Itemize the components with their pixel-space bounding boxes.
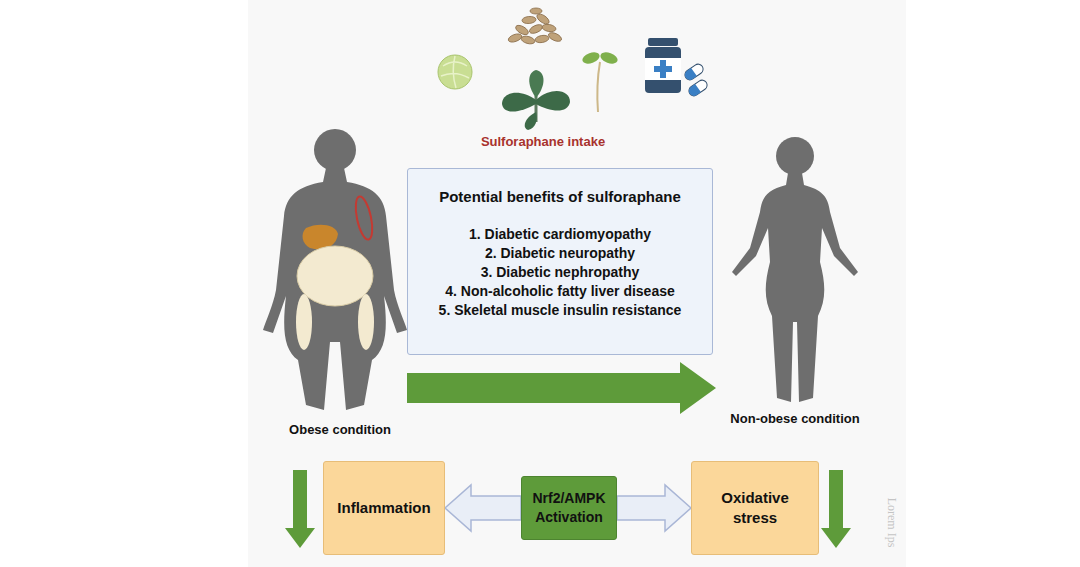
condition-label: Obese condition	[289, 422, 391, 437]
list-item: 2. Diabetic neuropathy	[485, 244, 635, 262]
broccoli-icon	[502, 70, 570, 130]
condition-label: Non-obese condition	[730, 411, 859, 426]
block-arrow	[617, 485, 691, 531]
effect-box: Oxidative stress	[691, 461, 819, 555]
box-heading: Potential benefits of sulforaphane	[439, 187, 681, 207]
obese-figure	[263, 129, 407, 410]
seeds-icon	[507, 8, 563, 45]
list-item: 5. Skeletal muscle insulin resistance	[439, 301, 682, 319]
effect-box: Inflammation	[323, 461, 445, 555]
watermark: Lorem Ips	[885, 497, 900, 547]
list-item: 4. Non-alcoholic fatty liver disease	[445, 282, 675, 300]
box-label: Inflammation	[337, 498, 430, 518]
background-panel	[248, 0, 906, 567]
mechanism-box: Nrf2/AMPK Activation	[521, 476, 617, 540]
transition-arrow	[407, 362, 716, 414]
cabbage-icon	[438, 55, 472, 89]
decrease-arrow	[285, 470, 315, 548]
intake-label: Sulforaphane intake	[481, 134, 605, 149]
box-label: Nrf2/AMPK Activation	[528, 489, 610, 525]
benefits-box: Potential benefits of sulforaphane 1. Dia…	[407, 168, 713, 355]
decrease-arrow	[821, 470, 851, 548]
non-obese-figure	[732, 137, 858, 402]
medicine-icon	[645, 38, 709, 98]
list-item: 1. Diabetic cardiomyopathy	[469, 225, 651, 243]
box-label: Oxidative stress	[698, 488, 812, 527]
list-item: 3. Diabetic nephropathy	[481, 263, 640, 281]
sprout-icon	[581, 50, 619, 112]
block-arrow	[445, 485, 521, 531]
